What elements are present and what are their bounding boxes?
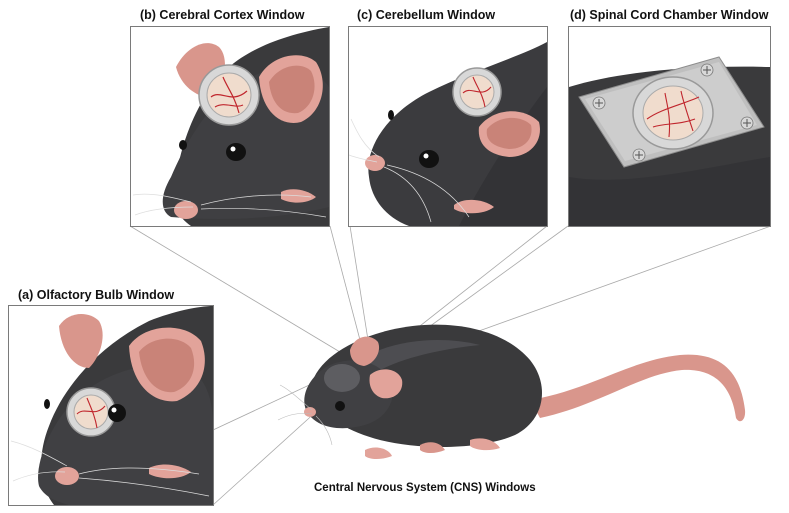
panel-c-cerebellum	[348, 26, 548, 227]
panel-d-label: (d) Spinal Cord Chamber Window	[570, 8, 769, 22]
figure-caption: Central Nervous System (CNS) Windows	[314, 482, 536, 494]
main-mouse-illustration	[277, 324, 746, 459]
panel-c-label: (c) Cerebellum Window	[357, 8, 496, 22]
panel-d-spinal-cord	[568, 26, 771, 227]
panel-a-olfactory-bulb	[8, 305, 214, 506]
panel-b-label: (b) Cerebral Cortex Window	[140, 8, 305, 22]
panel-b-cerebral-cortex	[130, 26, 330, 227]
panel-a-label: (a) Olfactory Bulb Window	[18, 288, 175, 302]
